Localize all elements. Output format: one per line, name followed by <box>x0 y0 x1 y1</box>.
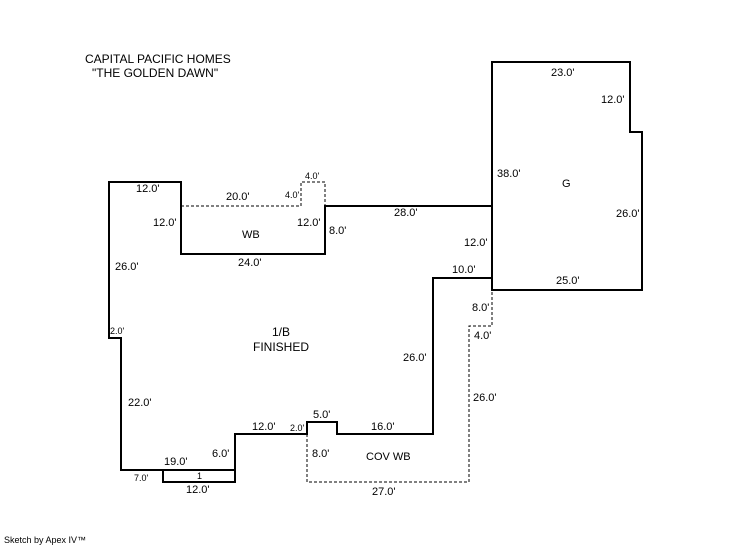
area-label-garage: G <box>562 178 571 190</box>
dim-label: 4.0' <box>305 171 320 181</box>
cov-wb-dashed-outline <box>306 290 493 483</box>
dim-label: 12.0' <box>252 421 276 433</box>
builder-name: CAPITAL PACIFIC HOMES <box>85 52 231 66</box>
dim-label: 12.0' <box>464 237 488 249</box>
dim-label: 6.0' <box>212 448 229 460</box>
dim-label: 20.0' <box>226 191 250 203</box>
dim-label: 7.0' <box>134 473 149 483</box>
dim-label: 4.0' <box>285 190 300 200</box>
dim-label: 4.0' <box>474 330 491 342</box>
dim-label: 12.0' <box>297 217 321 229</box>
small-area-outline <box>162 469 236 483</box>
area-label-finished: FINISHED <box>253 340 309 354</box>
dim-label: 28.0' <box>394 207 418 219</box>
area-label-1b: 1/B <box>272 325 290 339</box>
dim-label: 12.0' <box>136 183 160 195</box>
dim-label: 5.0' <box>313 409 330 421</box>
dim-label: 2.0' <box>110 326 125 336</box>
dim-label: 23.0' <box>551 67 575 79</box>
plan-name: "THE GOLDEN DAWN" <box>92 66 218 80</box>
garage-outline <box>491 61 643 291</box>
dim-label: 12.0' <box>153 217 177 229</box>
dim-label: 25.0' <box>556 275 580 287</box>
living-area-outline <box>108 181 493 471</box>
dim-label: 24.0' <box>238 257 262 269</box>
dim-label: 12.0' <box>601 94 625 106</box>
dim-label: 19.0' <box>164 456 188 468</box>
dim-label: 12.0' <box>186 484 210 496</box>
dim-label: 27.0' <box>372 486 396 498</box>
dim-label: 38.0' <box>497 168 521 180</box>
area-label-wb: WB <box>242 229 260 241</box>
area-label-small: 1 <box>197 471 202 481</box>
dim-label: 26.0' <box>115 261 139 273</box>
dim-label: 8.0' <box>472 302 489 314</box>
dim-label: 10.0' <box>452 264 476 276</box>
software-credit: Sketch by Apex IV™ <box>4 535 86 545</box>
dim-label: 22.0' <box>128 397 152 409</box>
dim-label: 26.0' <box>616 208 640 220</box>
dim-label: 26.0' <box>403 352 427 364</box>
dim-label: 16.0' <box>371 421 395 433</box>
dim-label: 8.0' <box>329 225 346 237</box>
wb-dashed-outline <box>181 181 326 207</box>
area-label-cov-wb: COV WB <box>366 451 411 463</box>
dim-label: 26.0' <box>473 392 497 404</box>
dim-label: 8.0' <box>312 448 329 460</box>
dim-label: 2.0' <box>290 423 305 433</box>
